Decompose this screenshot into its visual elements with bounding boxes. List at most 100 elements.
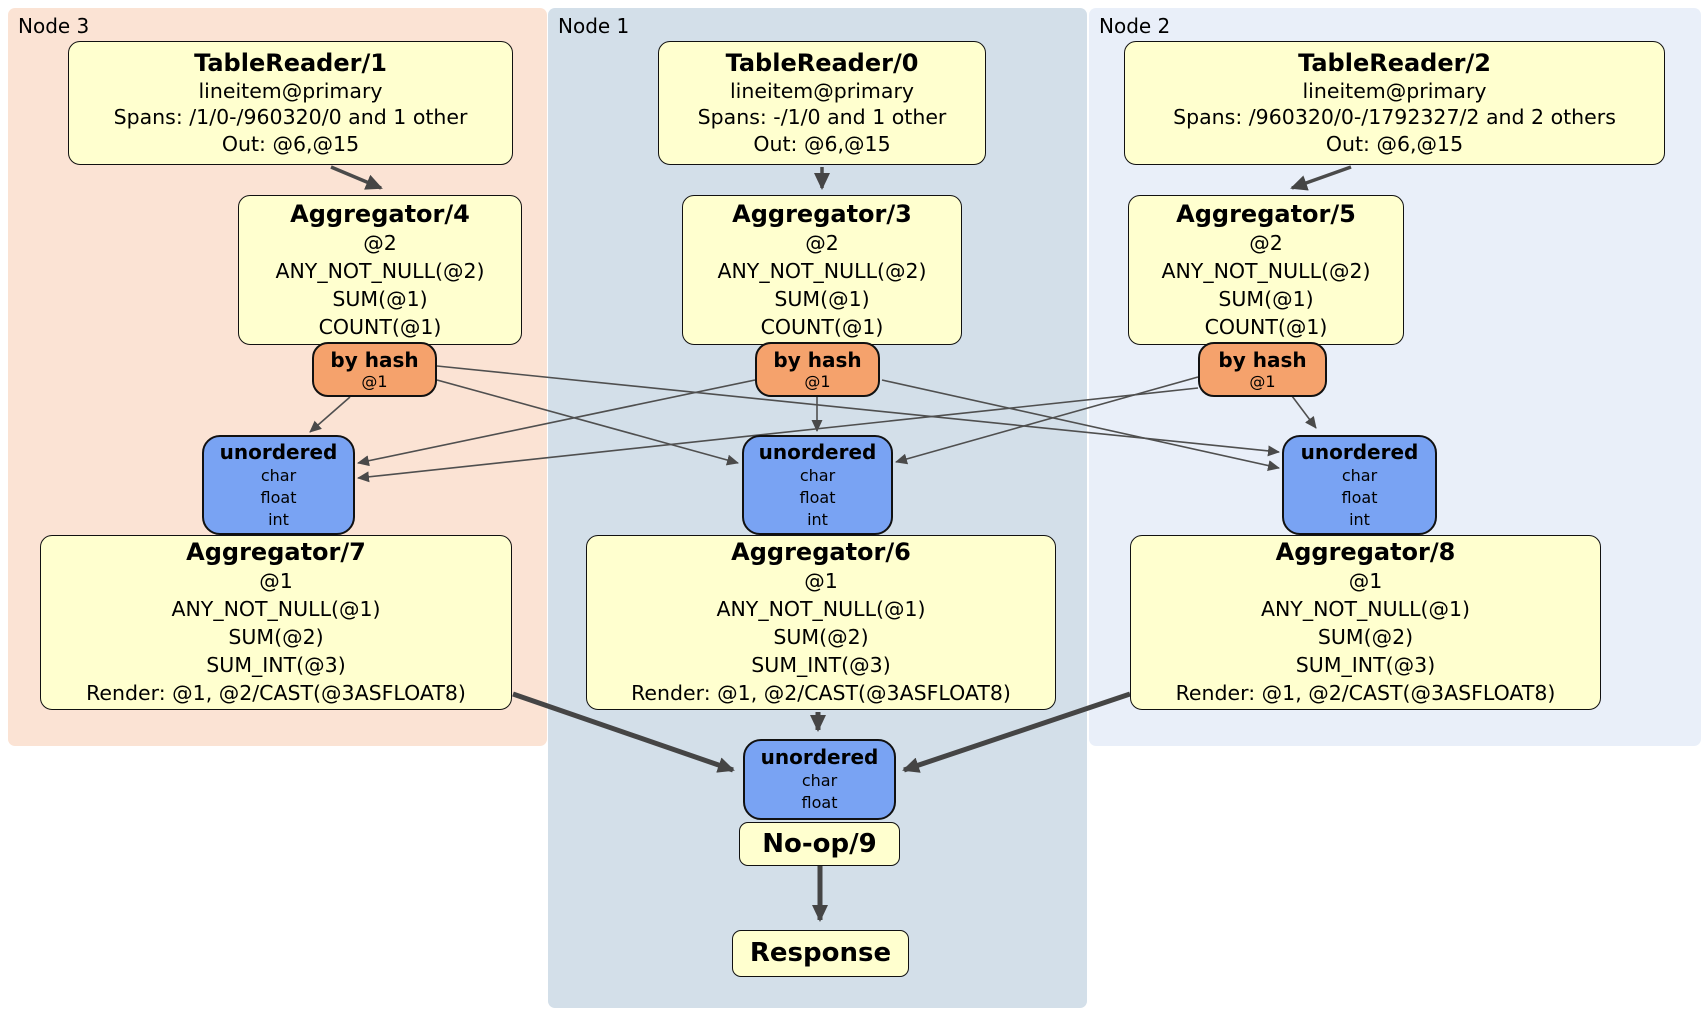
router-key: @1 — [804, 371, 831, 391]
processor-aggregator-8: Aggregator/8 @1 ANY_NOT_NULL(@1) SUM(@2)… — [1130, 535, 1601, 710]
edge-byhash2-unordered2 — [1291, 395, 1317, 429]
processor-tablereader-0: TableReader/0 lineitem@primary Spans: -/… — [658, 41, 986, 165]
processor-detail: COUNT(@1) — [1204, 314, 1328, 339]
processor-detail: @1 — [804, 569, 838, 593]
processor-aggregator-4: Aggregator/4 @2 ANY_NOT_NULL(@2) SUM(@1)… — [238, 195, 522, 345]
processor-detail: lineitem@primary — [198, 78, 383, 103]
router-byhash-node1: by hash @1 — [755, 342, 880, 397]
processor-detail: Spans: -/1/0 and 1 other — [697, 105, 947, 130]
sync-stream-type: char — [260, 465, 297, 485]
processor-detail: SUM(@2) — [228, 625, 324, 649]
processor-detail: SUM_INT(@3) — [751, 653, 891, 677]
processor-detail: Spans: /960320/0-/1792327/2 and 2 others — [1173, 105, 1616, 130]
edge-byhash2-unordered3 — [357, 387, 1199, 483]
processor-detail: Render: @1, @2/CAST(@3ASFLOAT8) — [1175, 681, 1556, 705]
processor-detail: ANY_NOT_NULL(@2) — [717, 258, 927, 283]
processor-detail: SUM(@1) — [1218, 286, 1314, 311]
processor-tablereader-2: TableReader/2 lineitem@primary Spans: /9… — [1124, 41, 1665, 165]
processor-detail: SUM(@1) — [332, 286, 428, 311]
processor-title: Aggregator/7 — [186, 538, 366, 566]
sync-title: unordered — [1300, 439, 1419, 464]
sync-stream-type: int — [268, 509, 289, 529]
processor-detail: SUM(@2) — [1317, 625, 1414, 649]
processor-title: Response — [749, 938, 892, 968]
edge-byhash3-unordered3 — [309, 396, 351, 433]
processor-aggregator-7: Aggregator/7 @1 ANY_NOT_NULL(@1) SUM(@2)… — [40, 535, 512, 710]
node1-label: Node 1 — [558, 14, 630, 38]
sync-stream-type: float — [260, 487, 297, 507]
sync-title: unordered — [760, 745, 879, 769]
processor-detail: ANY_NOT_NULL(@1) — [1260, 597, 1471, 621]
sync-stream-type: char — [1341, 465, 1378, 485]
processor-title: TableReader/2 — [1298, 48, 1491, 77]
processor-title: TableReader/0 — [725, 48, 919, 77]
router-title: by hash — [773, 347, 862, 372]
processor-detail: ANY_NOT_NULL(@2) — [275, 258, 485, 283]
processor-detail: lineitem@primary — [729, 78, 915, 103]
sync-stream-type: float — [801, 793, 838, 812]
processor-detail: @2 — [363, 230, 397, 255]
processor-detail: @2 — [805, 230, 839, 255]
edge-aggregator7-unordered-final — [512, 691, 735, 773]
node2-label: Node 2 — [1099, 14, 1171, 38]
processor-title: No-op/9 — [762, 828, 877, 859]
processor-response: Response — [732, 930, 909, 977]
processor-detail: Render: @1, @2/CAST(@3ASFLOAT8) — [86, 681, 466, 705]
processor-title: Aggregator/6 — [731, 538, 911, 566]
processor-detail: SUM_INT(@3) — [1295, 653, 1436, 677]
processor-detail: @1 — [259, 569, 293, 593]
processor-detail: @1 — [1348, 569, 1383, 593]
sync-title: unordered — [219, 439, 338, 464]
processor-detail: Out: @6,@15 — [221, 131, 360, 156]
sync-stream-type: float — [1341, 487, 1378, 507]
node3-label: Node 3 — [18, 14, 90, 38]
processor-detail: COUNT(@1) — [318, 314, 442, 339]
router-key: @1 — [361, 371, 388, 391]
router-byhash-node2: by hash @1 — [1198, 342, 1327, 397]
router-mesh-edges — [309, 365, 1317, 483]
final-edges — [512, 691, 1131, 922]
processor-detail: SUM_INT(@3) — [206, 653, 346, 677]
router-title: by hash — [1218, 347, 1307, 372]
sync-unordered-node1: unordered char float int — [742, 435, 893, 535]
sync-unordered-node2: unordered char float int — [1282, 435, 1437, 535]
sync-title: unordered — [758, 439, 877, 464]
processor-aggregator-5: Aggregator/5 @2 ANY_NOT_NULL(@2) SUM(@1)… — [1128, 195, 1404, 345]
router-title: by hash — [330, 347, 419, 372]
processor-detail: lineitem@primary — [1302, 78, 1487, 103]
processor-detail: Render: @1, @2/CAST(@3ASFLOAT8) — [631, 681, 1011, 705]
edge-tablereader1-aggregator4 — [330, 165, 383, 190]
sync-stream-type: float — [799, 487, 836, 507]
processor-tablereader-1: TableReader/1 lineitem@primary Spans: /1… — [68, 41, 513, 165]
tablereader-edges — [330, 165, 1352, 191]
processor-detail: COUNT(@1) — [760, 314, 884, 339]
processor-detail: ANY_NOT_NULL(@1) — [171, 597, 381, 621]
sync-unordered-final: unordered char float — [743, 739, 896, 820]
sync-unordered-node3: unordered char float int — [202, 435, 355, 535]
processor-title: Aggregator/3 — [732, 199, 912, 228]
edge-byhash1-unordered3 — [357, 379, 756, 467]
edge-byhash2-unordered1 — [895, 376, 1199, 465]
edge-aggregator8-unordered-final — [902, 691, 1131, 773]
sync-stream-type: char — [801, 771, 838, 790]
sync-stream-type: int — [1349, 509, 1370, 529]
sync-stream-type: char — [799, 465, 836, 485]
processor-title: TableReader/1 — [194, 48, 387, 77]
processor-detail: SUM(@1) — [774, 286, 870, 311]
edge-byhash1-unordered2 — [881, 379, 1280, 471]
processor-detail: Out: @6,@15 — [753, 131, 891, 156]
processor-aggregator-3: Aggregator/3 @2 ANY_NOT_NULL(@2) SUM(@1)… — [682, 195, 962, 345]
processor-title: Aggregator/8 — [1275, 538, 1456, 566]
processor-detail: ANY_NOT_NULL(@1) — [716, 597, 926, 621]
edge-tablereader2-aggregator5 — [1290, 165, 1352, 191]
edge-byhash3-unordered1 — [436, 379, 739, 466]
processor-title: Aggregator/4 — [290, 199, 470, 228]
processor-detail: ANY_NOT_NULL(@2) — [1161, 258, 1371, 283]
processor-detail: SUM(@2) — [773, 625, 869, 649]
sync-stream-type: int — [807, 509, 828, 529]
processor-detail: Spans: /1/0-/960320/0 and 1 other — [113, 105, 468, 130]
router-key: @1 — [1249, 371, 1276, 391]
processor-detail: @2 — [1249, 230, 1283, 255]
